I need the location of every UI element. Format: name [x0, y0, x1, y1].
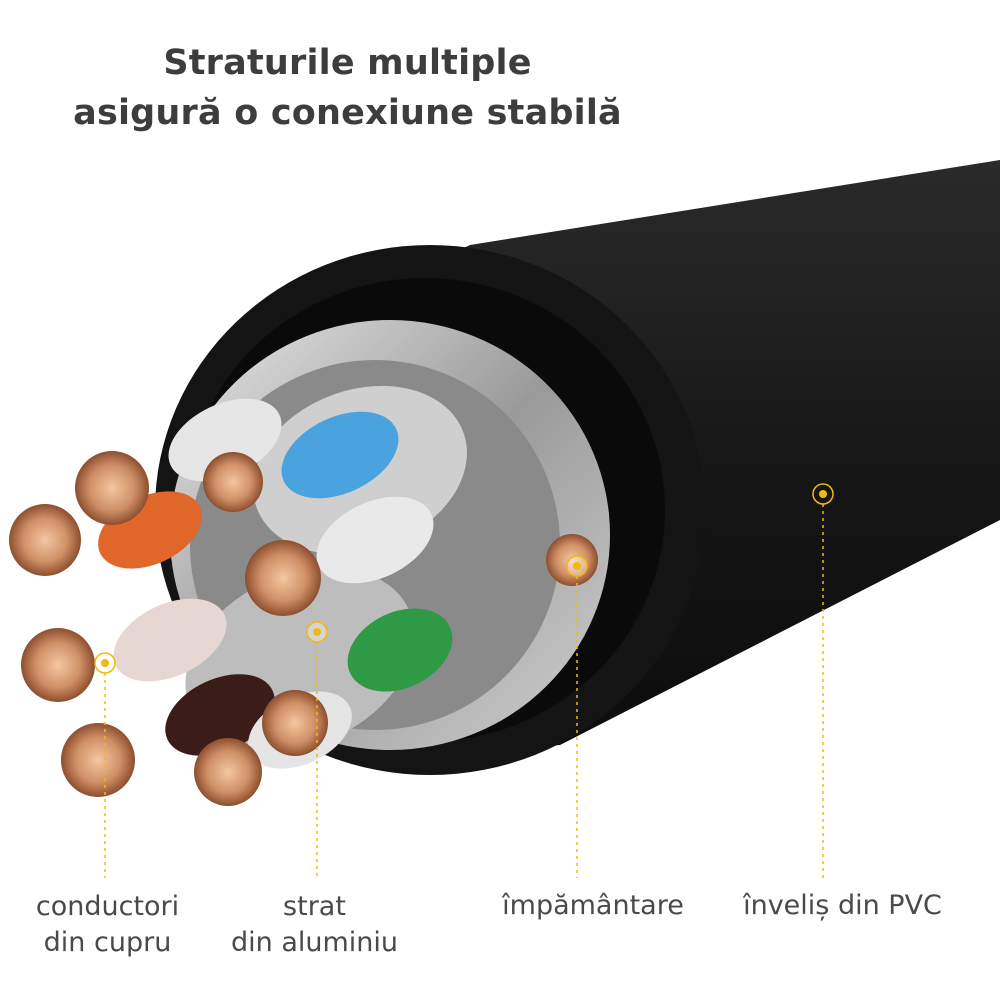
label-pvc-jacket: înveliș din PVC — [730, 888, 955, 924]
copper-conductors — [9, 451, 598, 806]
headline: Straturile multiple asigură o conexiune … — [0, 38, 695, 138]
label-pvc-line-1: înveliș din PVC — [743, 890, 942, 921]
label-grounding: împământare — [488, 888, 698, 924]
label-aluminum-line-2: din aluminiu — [230, 927, 399, 958]
twisted-pair-wires — [98, 398, 453, 769]
label-copper-conductors: conductori din cupru — [20, 889, 195, 961]
label-copper-line-1: conductori — [35, 891, 180, 922]
label-aluminum-line-1: strat — [283, 891, 346, 922]
headline-line-1: Straturile multiple — [163, 43, 532, 83]
callout-markers — [94, 483, 834, 878]
label-ground-line-1: împământare — [502, 890, 684, 921]
label-copper-line-2: din cupru — [43, 927, 172, 958]
label-aluminum-layer: strat din aluminiu — [222, 889, 407, 961]
headline-line-2: asigură o conexiune stabilă — [73, 93, 622, 133]
